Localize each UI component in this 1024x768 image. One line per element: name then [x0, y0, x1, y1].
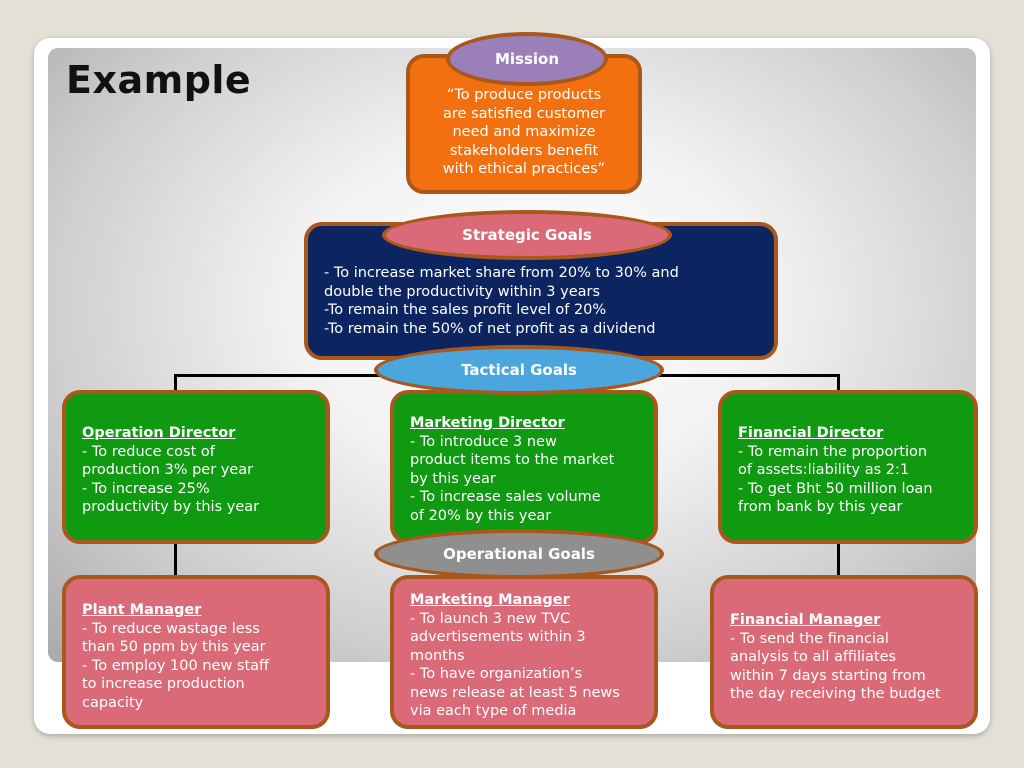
- marketing-director-box: Marketing Director - To introduce 3 new …: [390, 390, 658, 544]
- plant-manager-line: than 50 ppm by this year: [82, 639, 266, 655]
- marketing-manager-line: news release at least 5 news: [410, 684, 620, 701]
- mission-label: Mission: [446, 32, 608, 86]
- financial-manager-line: analysis to all affiliates: [730, 649, 897, 665]
- operation-director-line: productivity by this year: [82, 499, 260, 515]
- financial-manager-line: within 7 days starting from: [730, 667, 926, 684]
- strategic-goal-line: -To remain the 50% of net profit as a di…: [324, 320, 656, 337]
- plant-manager-line: - To reduce wastage less: [82, 620, 260, 637]
- financial-director-line: - To get Bht 50 million loan: [738, 480, 933, 497]
- operation-director-line: - To increase 25%: [82, 480, 210, 497]
- financial-director-box: Financial Director - To remain the propo…: [718, 390, 978, 544]
- marketing-director-line: by this year: [410, 470, 496, 487]
- operational-goals-label-text: Operational Goals: [443, 545, 595, 563]
- mission-label-text: Mission: [494, 50, 560, 68]
- financial-director-heading: Financial Director: [738, 425, 884, 441]
- connector-to-plant-manager: [174, 544, 177, 577]
- marketing-manager-line: months: [410, 647, 465, 664]
- financial-director-line: from bank by this year: [738, 499, 903, 515]
- marketing-manager-line: advertisements within 3: [410, 629, 586, 645]
- operation-director-heading: Operation Director: [82, 425, 236, 441]
- operation-director-box: Operation Director - To reduce cost of p…: [62, 390, 330, 544]
- financial-manager-heading: Financial Manager: [730, 612, 881, 628]
- plant-manager-line: to increase production: [82, 676, 245, 692]
- marketing-director-line: - To introduce 3 new: [410, 433, 557, 450]
- plant-manager-line: - To employ 100 new staff: [82, 657, 270, 674]
- financial-manager-line: the day receiving the budget: [730, 686, 941, 702]
- marketing-director-heading: Marketing Director: [410, 415, 565, 431]
- marketing-manager-box: Marketing Manager - To launch 3 new TVC …: [390, 575, 658, 729]
- financial-manager-line: - To send the financial: [730, 630, 889, 647]
- financial-manager-box: Financial Manager - To send the financia…: [710, 575, 978, 729]
- marketing-director-line: product items to the market: [410, 452, 615, 468]
- financial-director-line: - To remain the proportion: [738, 443, 928, 460]
- plant-manager-line: capacity: [82, 694, 144, 711]
- slide-title: Example: [66, 58, 252, 102]
- connector-to-operation-director: [174, 374, 177, 394]
- connector-to-financial-manager: [837, 544, 840, 577]
- marketing-manager-line: - To have organization’s: [410, 666, 583, 682]
- mission-line: “To produce products: [446, 87, 602, 103]
- financial-director-line: of assets:liability as 2:1: [738, 462, 910, 478]
- plant-manager-box: Plant Manager - To reduce wastage less t…: [62, 575, 330, 729]
- plant-manager-heading: Plant Manager: [82, 602, 202, 618]
- operational-goals-label: Operational Goals: [374, 529, 664, 579]
- marketing-manager-heading: Marketing Manager: [410, 592, 570, 608]
- mission-line: are satisfied customer: [443, 105, 605, 122]
- strategic-goal-line: double the productivity within 3 years: [324, 283, 601, 300]
- operation-director-line: - To reduce cost of: [82, 443, 215, 460]
- operation-director-line: production 3% per year: [82, 462, 254, 478]
- marketing-manager-line: via each type of media: [410, 703, 577, 719]
- marketing-director-line: - To increase sales volume: [410, 489, 601, 505]
- mission-line: with ethical practices”: [442, 161, 606, 177]
- strategic-goal-line: -To remain the sales profit level of 20%: [324, 302, 607, 318]
- strategic-goals-label-text: Strategic Goals: [462, 226, 592, 244]
- marketing-manager-line: - To launch 3 new TVC: [410, 610, 571, 627]
- mission-line: stakeholders benefit: [449, 142, 599, 159]
- tactical-goals-label-text: Tactical Goals: [461, 361, 577, 379]
- tactical-goals-label: Tactical Goals: [374, 345, 664, 395]
- strategic-goals-label: Strategic Goals: [382, 210, 672, 260]
- connector-to-financial-director: [837, 374, 840, 394]
- marketing-director-line: of 20% by this year: [410, 507, 552, 524]
- mission-line: need and maximize: [452, 124, 596, 140]
- strategic-goal-line: - To increase market share from 20% to 3…: [324, 265, 679, 281]
